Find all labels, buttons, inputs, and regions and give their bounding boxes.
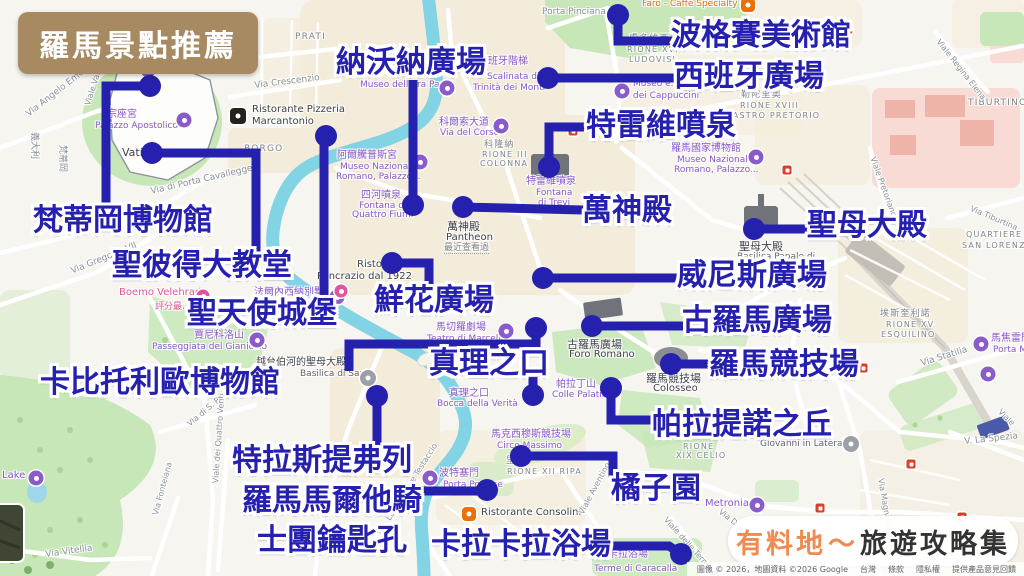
brand-logo: 有料地 ～ 旅遊攻略集 bbox=[728, 516, 1018, 566]
brand-tagline: 旅遊攻略集 bbox=[860, 528, 1010, 560]
tiber-river bbox=[266, 0, 473, 576]
colosseum-building-glyph bbox=[654, 347, 688, 369]
brand-name: 有料地 bbox=[736, 528, 826, 560]
map-attribution: 圖像 © 2026，地圖資料 ©2026 Google 台灣 條款 隱私權 提供… bbox=[686, 562, 1024, 576]
attribution-feedback-link[interactable]: 提供產品意見回饋 bbox=[952, 565, 1016, 574]
title-badge: 羅馬景點推薦 bbox=[18, 12, 258, 74]
brand-tilde: ～ bbox=[828, 528, 858, 560]
maria-maggiore-building-glyph bbox=[744, 206, 778, 230]
trevi-building-glyph bbox=[531, 154, 569, 180]
pamphili-lake bbox=[27, 481, 47, 503]
title-text: 羅馬景點推薦 bbox=[39, 29, 237, 64]
photo-thumbnail[interactable] bbox=[0, 503, 25, 563]
attribution-terms-link[interactable]: 條款 bbox=[888, 565, 904, 574]
attribution-region[interactable]: 台灣 bbox=[860, 565, 876, 574]
foro-romano-building-glyph bbox=[583, 297, 623, 321]
attribution-credit: 圖像 © 2026，地圖資料 ©2026 Google bbox=[696, 565, 848, 574]
attribution-privacy-link[interactable]: 隱私權 bbox=[916, 565, 940, 574]
